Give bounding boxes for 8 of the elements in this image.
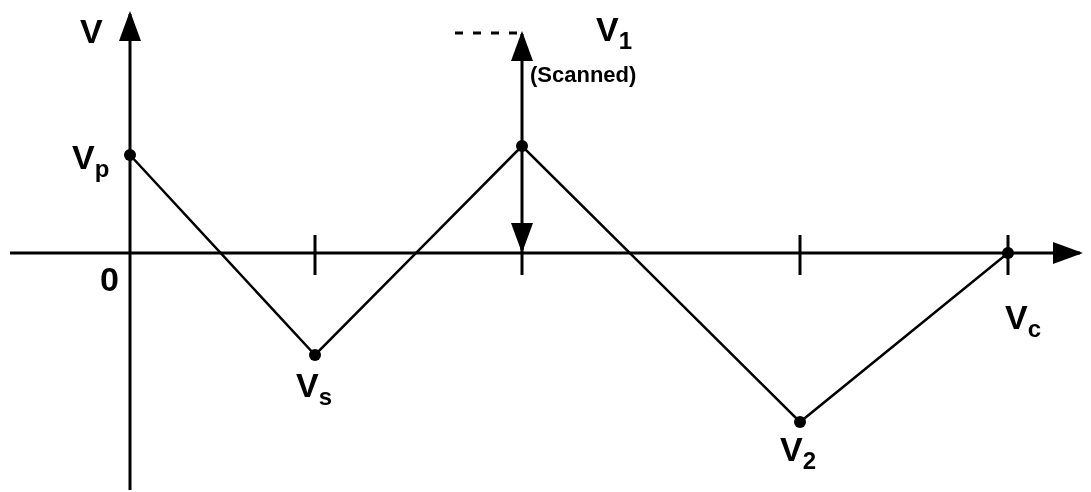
note: (Scanned) xyxy=(530,64,637,86)
tick-label: 0 xyxy=(100,262,119,296)
point-label: V$_{s}$ xyxy=(296,368,333,409)
point-label: V$_{2}$ xyxy=(780,432,817,473)
point-label: V$_{p}$ xyxy=(72,140,110,181)
axis-label: V xyxy=(80,14,103,48)
point-label: V$_{c}$ xyxy=(1005,300,1042,341)
point-label: V$_{1}$ xyxy=(596,12,633,53)
